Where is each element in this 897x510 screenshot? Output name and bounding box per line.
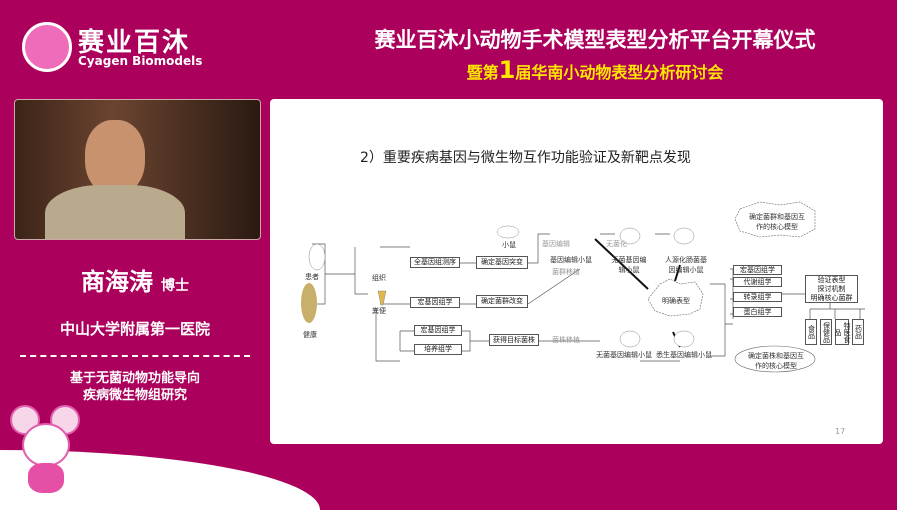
- label-core-model-flora: 确定菌群和基因互作的核心模型: [749, 213, 805, 231]
- box-health-products: 保健品: [820, 319, 832, 345]
- box-omics-metabolomics: 代谢组学: [733, 277, 782, 287]
- box-gene-mutation: 确定基因突变: [476, 256, 528, 269]
- label-patient: 患者: [305, 273, 319, 281]
- brand-name-cn: 赛业百沐: [78, 28, 191, 58]
- box-drugs: 药品: [852, 319, 864, 345]
- label-tissue: 组织: [372, 274, 386, 282]
- speaker-body: [45, 185, 185, 239]
- slide-heading: 2）重要疾病基因与微生物互作功能验证及新靶点发现: [360, 150, 691, 166]
- box-food: 食品: [805, 319, 817, 345]
- box-culturomics: 培养组学: [414, 344, 462, 355]
- label-germfree-mouse: 无菌基因编辑小鼠: [611, 256, 647, 274]
- divider: [20, 355, 250, 357]
- label-healthy: 健康: [303, 331, 317, 339]
- box-flora-change: 确定菌群改变: [476, 295, 528, 308]
- event-subtitle: 暨第1届华南小动物表型分析研讨会: [466, 56, 724, 84]
- box-target-strain: 获得目标菌株: [489, 334, 539, 346]
- box-omics-proteomics: 蛋白组学: [733, 307, 782, 317]
- label-gnotobiotic-mouse: 悉生基因编辑小鼠: [656, 351, 712, 359]
- label-humanized-mouse: 人源化肠菌基因编辑小鼠: [665, 256, 707, 274]
- speaker-name: 商海涛博士: [81, 268, 189, 296]
- diagram-connectors: [301, 201, 865, 373]
- label-flora-transplant: 菌群移植: [552, 268, 580, 276]
- label-mouse: 小鼠: [502, 241, 516, 249]
- page-number: 17: [835, 427, 846, 436]
- cyagen-logo-icon: [22, 22, 72, 72]
- label-core-model-strain: 确定菌株和基因互作的核心模型: [748, 352, 804, 370]
- label-gene-editing: 基因编辑: [542, 240, 570, 248]
- speaker-organization: 中山大学附属第一医院: [59, 320, 210, 338]
- label-phenotype: 明确表型: [662, 297, 690, 305]
- presentation-slide: 2）重要疾病基因与微生物互作功能验证及新靶点发现 17 患者 健康 组织 粪便 …: [270, 99, 883, 444]
- box-metagenomics-2: 宏基因组学: [414, 325, 462, 336]
- event-title: 赛业百沐小动物手术模型表型分析平台开幕仪式: [374, 28, 816, 52]
- box-metagenomics: 宏基因组学: [410, 297, 460, 308]
- speaker-face: [85, 120, 145, 195]
- box-wgs: 全基因组测序: [410, 257, 460, 268]
- label-gene-edited-mouse: 基因编辑小鼠: [550, 256, 592, 264]
- box-medical-food: 特医食品: [834, 319, 851, 345]
- label-germfree-mouse-2: 无菌基因编辑小鼠: [596, 351, 652, 359]
- box-omics-transcriptomics: 转录组学: [733, 292, 782, 302]
- label-germfree: 无菌化: [606, 240, 627, 248]
- box-validate: 验证表型探讨机制明确核心菌群: [805, 275, 858, 303]
- label-feces: 粪便: [372, 307, 386, 315]
- label-strain-transplant: 菌株移植: [552, 336, 580, 344]
- box-omics-metagenomics: 宏基因组学: [733, 265, 782, 275]
- talk-topic: 基于无菌动物功能导向疾病微生物组研究: [69, 371, 200, 403]
- brand-name-en: Cyagen Biomodels: [78, 54, 203, 68]
- speaker-video: [14, 99, 261, 240]
- mascot-mouse-icon: [10, 405, 80, 497]
